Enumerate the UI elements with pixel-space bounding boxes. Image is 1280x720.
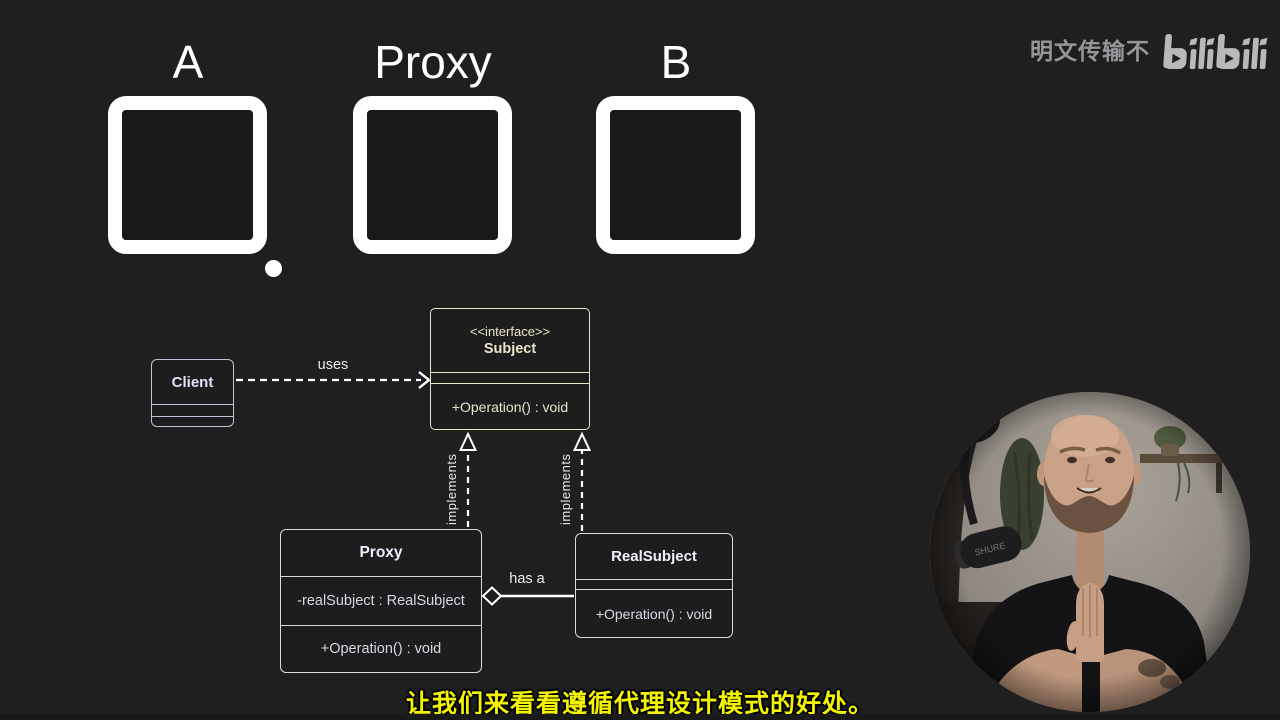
implements-left-triangle-arrowhead — [458, 431, 478, 451]
has-a-label: has a — [509, 571, 545, 587]
watermark: 明文传输不 — [1030, 30, 1268, 72]
bottom-edge-strip — [0, 714, 1280, 720]
drawing-cursor-dot — [265, 260, 282, 277]
square-label-a: A — [172, 36, 204, 88]
bili-group-1 — [1163, 33, 1215, 69]
webcam-circle-overlay: SHURE — [930, 392, 1250, 712]
drawn-square-b — [596, 96, 755, 254]
vignette — [930, 392, 1250, 712]
presenter-illustration: SHURE — [930, 392, 1250, 712]
uploader-watermark-text: 明文传输不 — [1030, 38, 1150, 64]
drawn-square-proxy — [353, 96, 512, 254]
uml-class-realsubject: RealSubject +Operation() : void — [575, 533, 733, 638]
aggregation-diamond — [481, 586, 503, 606]
uml-class-proxy: Proxy -realSubject : RealSubject +Operat… — [280, 529, 482, 673]
realsubject-attributes-compartment — [576, 579, 732, 589]
proxy-operation: +Operation() : void — [281, 625, 481, 672]
subject-name: Subject — [483, 340, 537, 357]
uml-class-client: Client — [151, 359, 234, 427]
realsubject-name: RealSubject — [611, 548, 697, 565]
subject-attributes-compartment — [431, 372, 589, 383]
implements-left-label: implements — [444, 453, 459, 525]
client-name: Client — [171, 373, 214, 391]
video-subtitle: 让我们来看看遵循代理设计模式的好处。 — [405, 690, 874, 718]
uses-open-arrowhead — [418, 371, 431, 389]
subject-stereotype: <<interface>> — [469, 323, 551, 339]
bilibili-logo-icon — [1163, 33, 1268, 69]
subject-operation: +Operation() : void — [431, 383, 589, 429]
proxy-attribute: -realSubject : RealSubject — [281, 576, 481, 625]
uses-label: uses — [317, 357, 349, 373]
proxy-name: Proxy — [359, 544, 403, 561]
realsubject-operation: +Operation() : void — [576, 589, 732, 637]
square-label-proxy: Proxy — [374, 36, 492, 88]
client-operations-compartment — [152, 416, 233, 426]
bili-group-2 — [1216, 33, 1268, 69]
square-label-b: B — [660, 36, 692, 88]
uml-interface-subject: <<interface>> Subject +Operation() : voi… — [430, 308, 590, 430]
subject-header: <<interface>> Subject — [431, 309, 589, 372]
implements-right-triangle-arrowhead — [572, 431, 592, 451]
client-attributes-compartment — [152, 404, 233, 416]
drawn-square-a — [108, 96, 267, 254]
implements-right-label: implements — [558, 453, 573, 525]
